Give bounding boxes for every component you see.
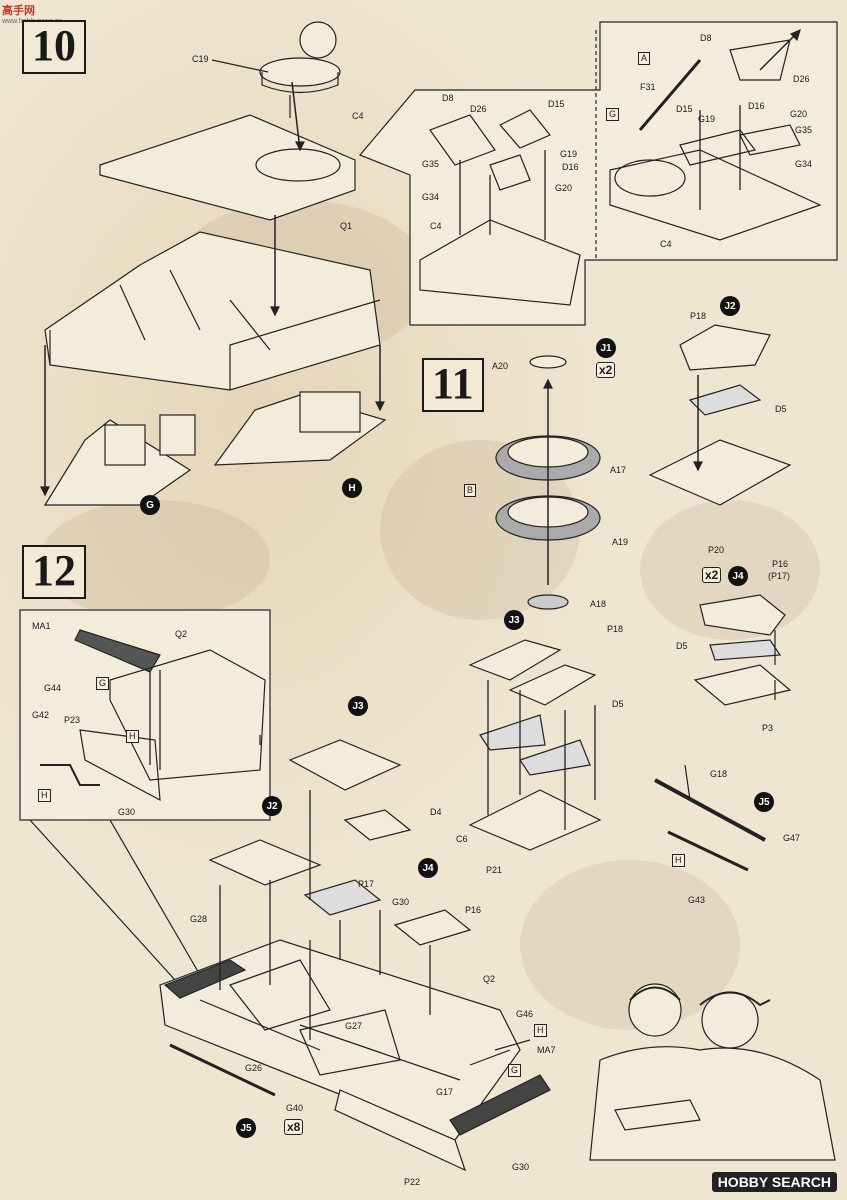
part-label: P18 <box>607 624 624 634</box>
callout-box: H <box>672 854 685 867</box>
callout-box: G <box>508 1064 522 1077</box>
sub-assembly-marker: J1 <box>596 338 616 358</box>
part-label: A19 <box>612 537 629 547</box>
part-label: G18 <box>710 769 728 779</box>
part-label: G19 <box>698 114 716 124</box>
quantity-badge: x2 <box>596 362 616 378</box>
part-label: MA1 <box>32 621 51 631</box>
part-label: C6 <box>456 834 468 844</box>
callout-box: H <box>38 789 51 802</box>
part-label: P17 <box>358 879 375 889</box>
part-label: Q1 <box>340 221 353 231</box>
callout-box: G <box>96 677 110 690</box>
sub-assembly-marker: H <box>342 478 362 498</box>
part-label: D26 <box>793 74 810 84</box>
callout-box: H <box>534 1024 547 1037</box>
callout-box: H <box>126 730 139 743</box>
quantity-badge: x8 <box>284 1119 304 1135</box>
step-number-11: 11 <box>422 358 484 412</box>
part-label: G30 <box>512 1162 530 1172</box>
part-label: G47 <box>783 833 801 843</box>
part-label: G27 <box>345 1021 363 1031</box>
step-number-12: 12 <box>22 545 86 599</box>
part-label: P16 <box>465 905 482 915</box>
part-label: D26 <box>470 104 487 114</box>
quantity-badge: x2 <box>702 567 722 583</box>
part-label: D16 <box>562 162 579 172</box>
part-label: G40 <box>286 1103 304 1113</box>
sub-assembly-marker: J2 <box>720 296 740 316</box>
part-label: C4 <box>430 221 442 231</box>
part-label: P3 <box>762 723 774 733</box>
part-label: Q2 <box>175 629 188 639</box>
part-label: A18 <box>590 599 607 609</box>
part-label: C19 <box>192 54 209 64</box>
part-label: A20 <box>492 361 509 371</box>
part-label: D4 <box>430 807 442 817</box>
source-credit: HOBBY SEARCH <box>711 1172 837 1192</box>
part-label: D8 <box>700 33 712 43</box>
part-label: G26 <box>245 1063 263 1073</box>
part-label: G44 <box>44 683 62 693</box>
part-label: D8 <box>442 93 454 103</box>
part-label: G46 <box>516 1009 534 1019</box>
part-label: D5 <box>612 699 624 709</box>
part-label: G20 <box>790 109 808 119</box>
part-label: MA7 <box>537 1045 556 1055</box>
part-label: C4 <box>660 239 672 249</box>
callout-box: A <box>638 52 651 65</box>
step-number-10: 10 <box>22 20 86 74</box>
sub-assembly-marker: J2 <box>262 796 282 816</box>
callout-box: B <box>464 484 477 497</box>
part-label: D15 <box>548 99 565 109</box>
part-label: P21 <box>486 865 503 875</box>
callout-box: G <box>606 108 620 121</box>
part-label: D5 <box>676 641 688 651</box>
part-label: G30 <box>118 807 136 817</box>
part-label: D15 <box>676 104 693 114</box>
part-label: (P17) <box>768 571 791 581</box>
part-label: G34 <box>795 159 813 169</box>
part-label: F31 <box>640 82 656 92</box>
part-label: Q2 <box>483 974 496 984</box>
sub-assembly-marker: J3 <box>348 696 368 716</box>
part-label: P20 <box>708 545 725 555</box>
part-label: D5 <box>775 404 787 414</box>
part-label: A17 <box>610 465 627 475</box>
sub-assembly-marker: J3 <box>504 610 524 630</box>
sub-assembly-marker: J5 <box>754 792 774 812</box>
part-label: G20 <box>555 183 573 193</box>
part-label: P16 <box>772 559 789 569</box>
part-label: G19 <box>560 149 578 159</box>
sub-assembly-marker: J5 <box>236 1118 256 1138</box>
part-label: G28 <box>190 914 208 924</box>
part-label: P23 <box>64 715 81 725</box>
part-label: P18 <box>690 311 707 321</box>
part-label: G43 <box>688 895 706 905</box>
part-label: G42 <box>32 710 50 720</box>
part-label: G35 <box>422 159 440 169</box>
part-label: C4 <box>352 111 364 121</box>
part-label: G34 <box>422 192 440 202</box>
part-label: P22 <box>404 1177 421 1187</box>
part-label: G17 <box>436 1087 454 1097</box>
sub-assembly-marker: J4 <box>728 566 748 586</box>
sub-assembly-marker: J4 <box>418 858 438 878</box>
part-label: G30 <box>392 897 410 907</box>
part-label: D16 <box>748 101 765 111</box>
sub-assembly-marker: G <box>140 495 160 515</box>
part-label: G35 <box>795 125 813 135</box>
